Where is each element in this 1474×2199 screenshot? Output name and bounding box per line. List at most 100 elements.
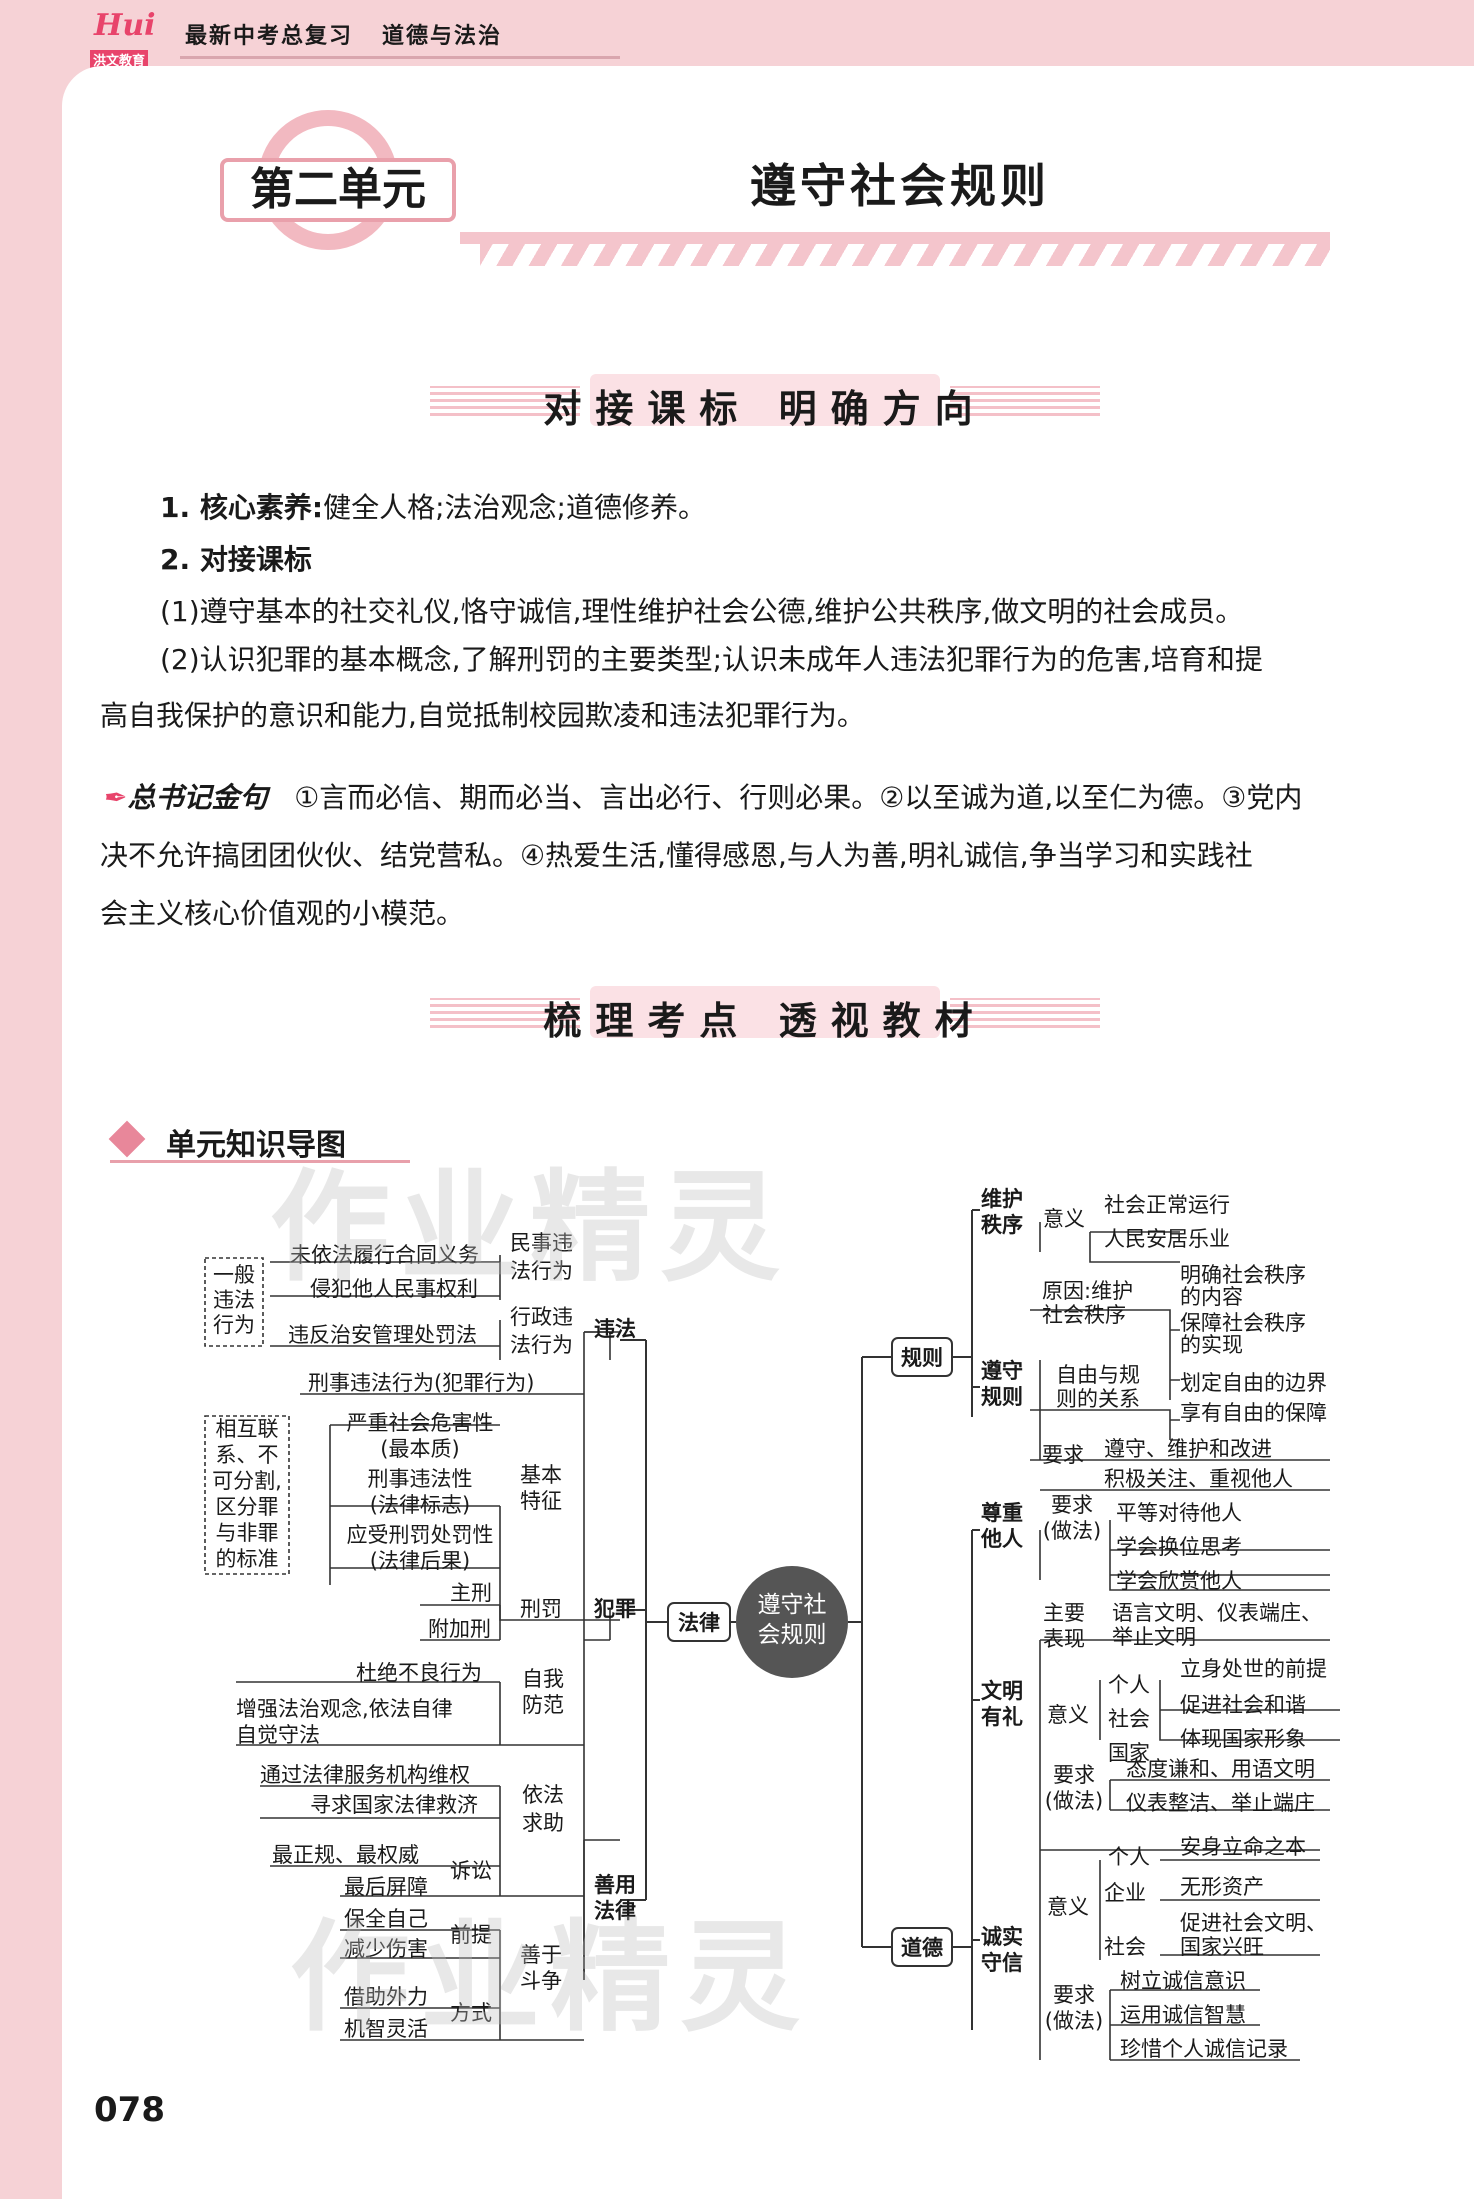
svg-text:遵守: 遵守	[981, 1359, 1023, 1383]
svg-text:(法律后果): (法律后果)	[370, 1549, 470, 1573]
section-title: 梳理考点 透视教材	[543, 998, 987, 1043]
unit-label: 第二单元	[250, 164, 426, 215]
svg-text:语言文明、仪表端庄、: 语言文明、仪表端庄、	[1112, 1601, 1322, 1625]
svg-text:社会: 社会	[1104, 1935, 1146, 1959]
svg-text:举止文明: 举止文明	[1112, 1625, 1196, 1649]
svg-text:(做法): (做法)	[1045, 2009, 1103, 2033]
node-rules: 规则	[901, 1346, 943, 1370]
svg-text:态度谦和、用语文明: 态度谦和、用语文明	[1126, 1757, 1315, 1781]
node-weifa: 违法	[594, 1317, 636, 1341]
svg-text:刑事违法行为(犯罪行为): 刑事违法行为(犯罪行为)	[308, 1371, 534, 1395]
svg-text:主刑: 主刑	[450, 1581, 492, 1605]
svg-text:前提: 前提	[450, 1923, 492, 1947]
unit-label-box: 第二单元	[220, 158, 456, 222]
section-heading-standards: 对接课标 明确方向	[430, 372, 1100, 432]
svg-text:诉讼: 诉讼	[450, 1859, 492, 1883]
standard-item-1: (1)遵守基本的社交礼仪,恪守诚信,理性维护社会公德,维护公共秩序,做文明的社会…	[160, 595, 1244, 628]
svg-text:最后屏障: 最后屏障	[344, 1875, 428, 1899]
svg-text:最正规、最权威: 最正规、最权威	[272, 1843, 419, 1867]
svg-text:保障社会秩序: 保障社会秩序	[1180, 1311, 1306, 1335]
svg-text:方式: 方式	[450, 2001, 492, 2025]
svg-text:人民安居乐业: 人民安居乐业	[1104, 1227, 1230, 1251]
svg-text:可分割,: 可分割,	[212, 1469, 282, 1493]
svg-text:明确社会秩序: 明确社会秩序	[1180, 1263, 1306, 1287]
svg-text:的内容: 的内容	[1180, 1285, 1243, 1309]
svg-text:主要: 主要	[1043, 1601, 1085, 1625]
svg-text:则的关系: 则的关系	[1056, 1387, 1140, 1411]
svg-text:(做法): (做法)	[1045, 1789, 1103, 1813]
svg-text:应受刑罚处罚性: 应受刑罚处罚性	[347, 1523, 494, 1547]
svg-text:侵犯他人民事权利: 侵犯他人民事权利	[310, 1277, 478, 1301]
svg-text:立身处世的前提: 立身处世的前提	[1180, 1657, 1327, 1681]
page-number: 078	[94, 2090, 165, 2130]
svg-text:善于: 善于	[520, 1943, 562, 1967]
svg-text:附加刑: 附加刑	[428, 1617, 491, 1641]
svg-text:表现: 表现	[1043, 1627, 1085, 1651]
svg-text:意义: 意义	[1047, 1895, 1089, 1919]
svg-text:平等对待他人: 平等对待他人	[1116, 1501, 1242, 1525]
svg-text:规则: 规则	[981, 1385, 1023, 1409]
svg-text:与非罪: 与非罪	[216, 1521, 279, 1545]
svg-text:依法: 依法	[522, 1783, 564, 1807]
svg-text:促进社会文明、: 促进社会文明、	[1180, 1911, 1327, 1935]
svg-text:违反治安管理处罚法: 违反治安管理处罚法	[288, 1323, 477, 1347]
svg-text:要求: 要求	[1053, 1763, 1095, 1787]
standards-label: 2. 对接课标	[160, 543, 312, 576]
svg-text:的实现: 的实现	[1180, 1333, 1243, 1357]
core-literacy: 1. 核心素养:健全人格;法治观念;道德修养。	[160, 491, 706, 524]
svg-text:求助: 求助	[522, 1811, 564, 1835]
svg-text:学会欣赏他人: 学会欣赏他人	[1116, 1569, 1242, 1593]
svg-text:(法律标志): (法律标志)	[370, 1493, 470, 1517]
svg-text:树立诚信意识: 树立诚信意识	[1120, 1969, 1246, 1993]
node-law: 法律	[678, 1611, 720, 1635]
header-title: 最新中考总复习 道德与法治	[185, 24, 503, 49]
svg-text:区分罪: 区分罪	[216, 1495, 279, 1519]
svg-text:防范: 防范	[522, 1693, 564, 1717]
mindmap-center-node	[736, 1566, 848, 1678]
svg-text:他人: 他人	[980, 1527, 1023, 1551]
svg-text:无形资产: 无形资产	[1180, 1875, 1264, 1899]
svg-text:社会正常运行: 社会正常运行	[1104, 1193, 1230, 1217]
svg-text:文明: 文明	[981, 1679, 1023, 1703]
svg-text:一般: 一般	[213, 1263, 255, 1287]
svg-text:安身立命之本: 安身立命之本	[1180, 1835, 1306, 1859]
quote-line-2: 决不允许搞团团伙伙、结党营私。④热爱生活,懂得感恩,与人为善,明礼诚信,争当学习…	[100, 839, 1253, 872]
svg-text:秩序: 秩序	[981, 1213, 1023, 1237]
svg-text:个人: 个人	[1108, 1845, 1150, 1869]
svg-text:增强法治观念,依法自律: 增强法治观念,依法自律	[236, 1697, 453, 1721]
svg-text:遵守、维护和改进: 遵守、维护和改进	[1104, 1437, 1272, 1461]
svg-text:基本: 基本	[520, 1463, 562, 1487]
svg-text:体现国家形象: 体现国家形象	[1180, 1727, 1306, 1751]
header-rule	[180, 56, 620, 59]
svg-text:学会换位思考: 学会换位思考	[1116, 1535, 1242, 1559]
publisher-logo: Hui 洪文教育	[90, 8, 162, 69]
svg-text:的标准: 的标准	[216, 1547, 279, 1571]
svg-text:诚实: 诚实	[981, 1925, 1023, 1949]
unit-stripes	[480, 238, 1330, 266]
svg-text:要求: 要求	[1042, 1443, 1084, 1467]
svg-text:(做法): (做法)	[1043, 1519, 1101, 1543]
svg-text:系、不: 系、不	[216, 1443, 279, 1467]
mindmap-label: 单元知识导图	[108, 1118, 410, 1163]
svg-text:社会: 社会	[1108, 1707, 1150, 1731]
svg-text:自由与规: 自由与规	[1056, 1363, 1140, 1387]
svg-text:特征: 特征	[520, 1489, 562, 1513]
svg-text:善用: 善用	[594, 1873, 636, 1897]
svg-text:通过法律服务机构维权: 通过法律服务机构维权	[260, 1763, 470, 1787]
svg-text:运用诚信智慧: 运用诚信智慧	[1120, 2003, 1246, 2027]
svg-text:仪表整洁、举止端庄: 仪表整洁、举止端庄	[1126, 1791, 1315, 1815]
svg-text:企业: 企业	[1104, 1881, 1146, 1905]
svg-text:划定自由的边界: 划定自由的边界	[1180, 1371, 1327, 1395]
svg-text:国家兴旺: 国家兴旺	[1180, 1935, 1264, 1959]
svg-text:要求: 要求	[1053, 1983, 1095, 2007]
node-fanzui: 犯罪	[593, 1597, 636, 1621]
standard-item-2a: (2)认识犯罪的基本概念,了解刑罚的主要类型;认识未成年人违法犯罪行为的危害,培…	[160, 643, 1263, 676]
node-morality: 道德	[901, 1936, 943, 1960]
svg-text:借助外力: 借助外力	[344, 1985, 428, 2009]
svg-text:享有自由的保障: 享有自由的保障	[1180, 1401, 1327, 1425]
svg-text:寻求国家法律救济: 寻求国家法律救济	[310, 1793, 478, 1817]
svg-text:相互联: 相互联	[216, 1417, 279, 1441]
svg-text:社会秩序: 社会秩序	[1042, 1303, 1126, 1327]
svg-text:尊重: 尊重	[981, 1501, 1023, 1525]
